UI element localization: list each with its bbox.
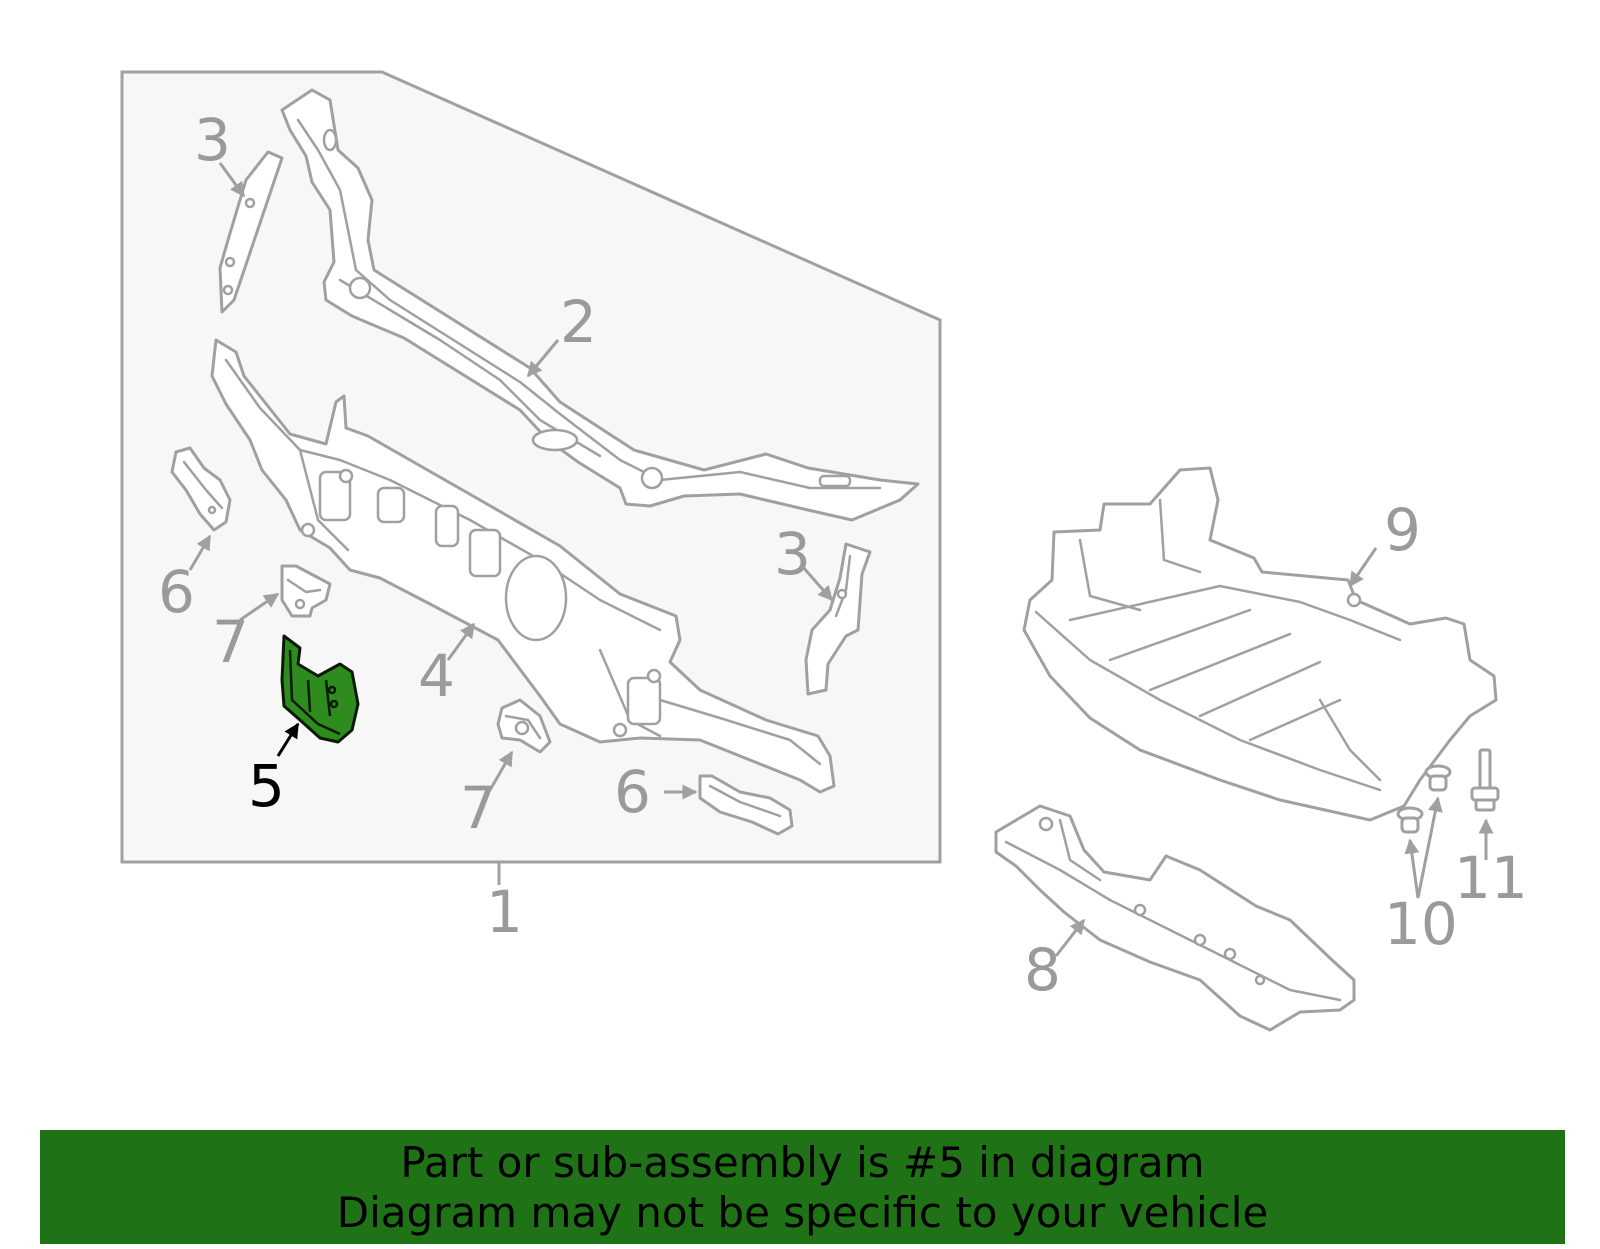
leader-6a — [188, 534, 212, 571]
part-2-upper-tie-bar — [280, 88, 920, 522]
part-8-front-shield — [994, 804, 1356, 1032]
callout-6-left: 6 — [158, 558, 195, 626]
part-10-clips — [1396, 764, 1452, 834]
part-5-highlighted-bracket — [280, 634, 360, 744]
callout-8: 8 — [1024, 936, 1061, 1004]
part-6-right-bracket — [698, 774, 794, 836]
callout-7-center: 7 — [460, 774, 497, 842]
part-11-bolt — [1470, 748, 1500, 812]
leader-4 — [446, 622, 476, 661]
part-6-left-bracket — [170, 446, 232, 532]
callout-4: 4 — [418, 642, 455, 710]
callout-6-right: 6 — [614, 758, 651, 826]
part-4-lower-support — [210, 338, 836, 794]
callout-9: 9 — [1384, 496, 1421, 564]
leader-8 — [1054, 918, 1086, 957]
callout-11: 11 — [1454, 844, 1528, 912]
banner-line-1: Part or sub-assembly is #5 in diagram — [400, 1138, 1205, 1187]
leader-2 — [526, 339, 560, 378]
part-7-left-mount — [280, 564, 332, 618]
part-7-center-mount — [496, 698, 552, 754]
callout-1: 1 — [486, 878, 523, 946]
leader-5 — [276, 722, 300, 757]
assembly-panel — [120, 70, 942, 864]
info-banner: Part or sub-assembly is #5 in diagram Di… — [40, 1130, 1565, 1244]
callout-3-right: 3 — [774, 520, 811, 588]
leader-3a — [218, 162, 246, 198]
callout-5: 5 — [248, 752, 285, 820]
leader-10b — [1416, 796, 1443, 899]
callout-10: 10 — [1384, 890, 1458, 958]
callout-3-left: 3 — [194, 106, 231, 174]
callout-2: 2 — [560, 288, 597, 356]
leader-9 — [1348, 547, 1378, 588]
leader-10 — [1404, 838, 1420, 899]
leader-7b — [488, 750, 514, 791]
leader-7a — [239, 592, 280, 622]
part-9-undercover — [1022, 466, 1498, 822]
banner-line-2: Diagram may not be specific to your vehi… — [336, 1188, 1269, 1237]
callout-7-left: 7 — [212, 608, 249, 676]
leader-3b — [800, 565, 834, 602]
part-3-right-bracket — [804, 542, 872, 696]
